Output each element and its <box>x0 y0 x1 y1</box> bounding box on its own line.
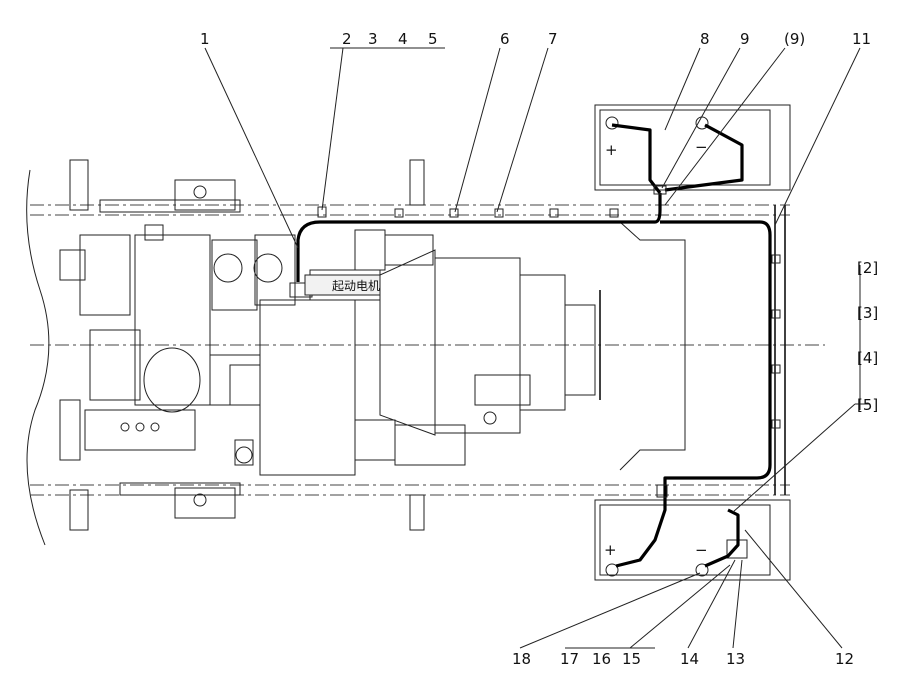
label-4: 4 <box>398 30 408 48</box>
battery-link <box>704 508 740 568</box>
label-9: 9 <box>740 30 750 48</box>
label-15: 15 <box>622 650 641 668</box>
label-12: 12 <box>835 650 854 668</box>
label-r2: [2] <box>857 259 878 277</box>
label-13: 13 <box>726 650 745 668</box>
battery-bottom: + − <box>594 499 791 581</box>
label-17: 17 <box>560 650 579 668</box>
label-r5: [5] <box>857 396 878 414</box>
label-9-paren: (9) <box>784 30 805 48</box>
cable-clamps <box>317 185 781 498</box>
labels-right: [2] [3] [4] [5] <box>857 259 878 414</box>
transmission <box>354 229 601 466</box>
label-r4: [4] <box>857 349 878 367</box>
break-line <box>26 169 50 546</box>
battery-bottom-plus: + <box>604 541 617 559</box>
labels-top: 1 2 3 4 5 6 7 8 9 (9) 11 <box>200 30 871 48</box>
label-14: 14 <box>680 650 699 668</box>
starter-motor-label: 起动电机 <box>332 279 380 293</box>
label-16: 16 <box>592 650 611 668</box>
label-11: 11 <box>852 30 871 48</box>
leader-lines <box>204 47 870 649</box>
battery-top-plus: + <box>605 141 618 159</box>
labels-bottom: 18 17 16 15 14 13 12 <box>512 650 854 668</box>
flywheel-housing <box>259 269 381 476</box>
label-6: 6 <box>500 30 510 48</box>
battery-bottom-minus: − <box>695 541 708 559</box>
label-r3: [3] <box>857 304 878 322</box>
battery-top: + − <box>594 104 791 191</box>
label-3: 3 <box>368 30 378 48</box>
axle-outline <box>619 221 686 471</box>
label-2: 2 <box>342 30 352 48</box>
label-7: 7 <box>548 30 558 48</box>
label-1: 1 <box>200 30 210 48</box>
battery-cable <box>296 123 772 568</box>
chassis-frame <box>30 159 825 531</box>
label-18: 18 <box>512 650 531 668</box>
battery-top-minus: − <box>695 138 708 156</box>
label-5: 5 <box>428 30 438 48</box>
starter-motor-box <box>304 274 381 296</box>
label-8: 8 <box>700 30 710 48</box>
